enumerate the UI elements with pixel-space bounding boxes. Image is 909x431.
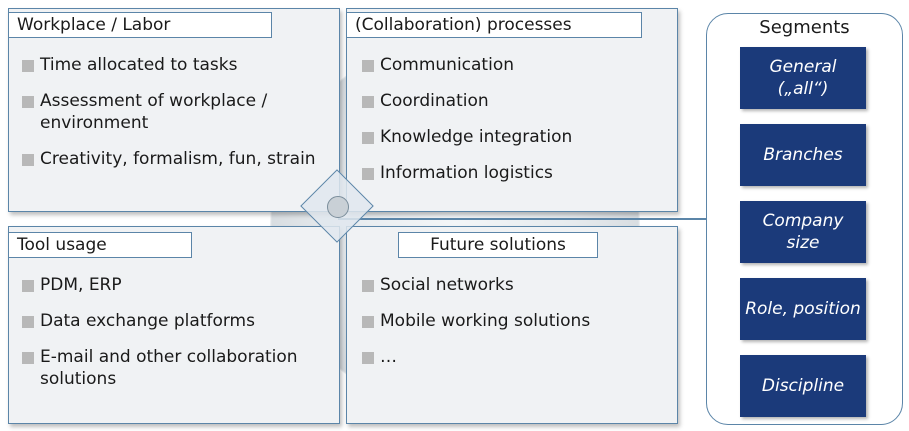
panel-processes-title: (Collaboration) processes <box>346 12 642 38</box>
segments-title: Segments <box>759 17 850 38</box>
panel-workplace-list: Time allocated to tasks Assessment of wo… <box>22 54 322 184</box>
segment-general: General („all“) <box>740 47 866 109</box>
list-item: Creativity, formalism, fun, strain <box>22 148 322 170</box>
list-item: Information logistics <box>362 162 662 184</box>
panel-future-title: Future solutions <box>398 232 598 258</box>
panel-future <box>346 226 678 424</box>
panel-processes-list: Communication Coordination Knowledge int… <box>362 54 662 198</box>
list-item: E-mail and other collaboration solutions <box>22 346 322 390</box>
list-item: Knowledge integration <box>362 126 662 148</box>
panel-workplace-title: Workplace / Labor <box>8 12 272 38</box>
list-item: PDM, ERP <box>22 274 322 296</box>
list-item: Social networks <box>362 274 662 296</box>
segment-company-size: Company size <box>740 201 866 263</box>
panel-processes <box>346 8 678 212</box>
list-item: Assessment of workplace / environment <box>22 90 322 134</box>
segment-connector-line <box>338 218 710 220</box>
segment-discipline: Discipline <box>740 355 866 417</box>
list-item: Data exchange platforms <box>22 310 322 332</box>
list-item: … <box>362 346 662 368</box>
panel-future-list: Social networks Mobile working solutions… <box>362 274 662 382</box>
segment-branches: Branches <box>740 124 866 186</box>
panel-tools-list: PDM, ERP Data exchange platforms E-mail … <box>22 274 322 404</box>
list-item: Time allocated to tasks <box>22 54 322 76</box>
panel-tools-title: Tool usage <box>8 232 192 258</box>
panel-tools <box>8 226 340 424</box>
panel-workplace <box>8 8 340 212</box>
list-item: Communication <box>362 54 662 76</box>
list-item: Mobile working solutions <box>362 310 662 332</box>
segment-role-position: Role, position <box>740 278 866 340</box>
list-item: Coordination <box>362 90 662 112</box>
